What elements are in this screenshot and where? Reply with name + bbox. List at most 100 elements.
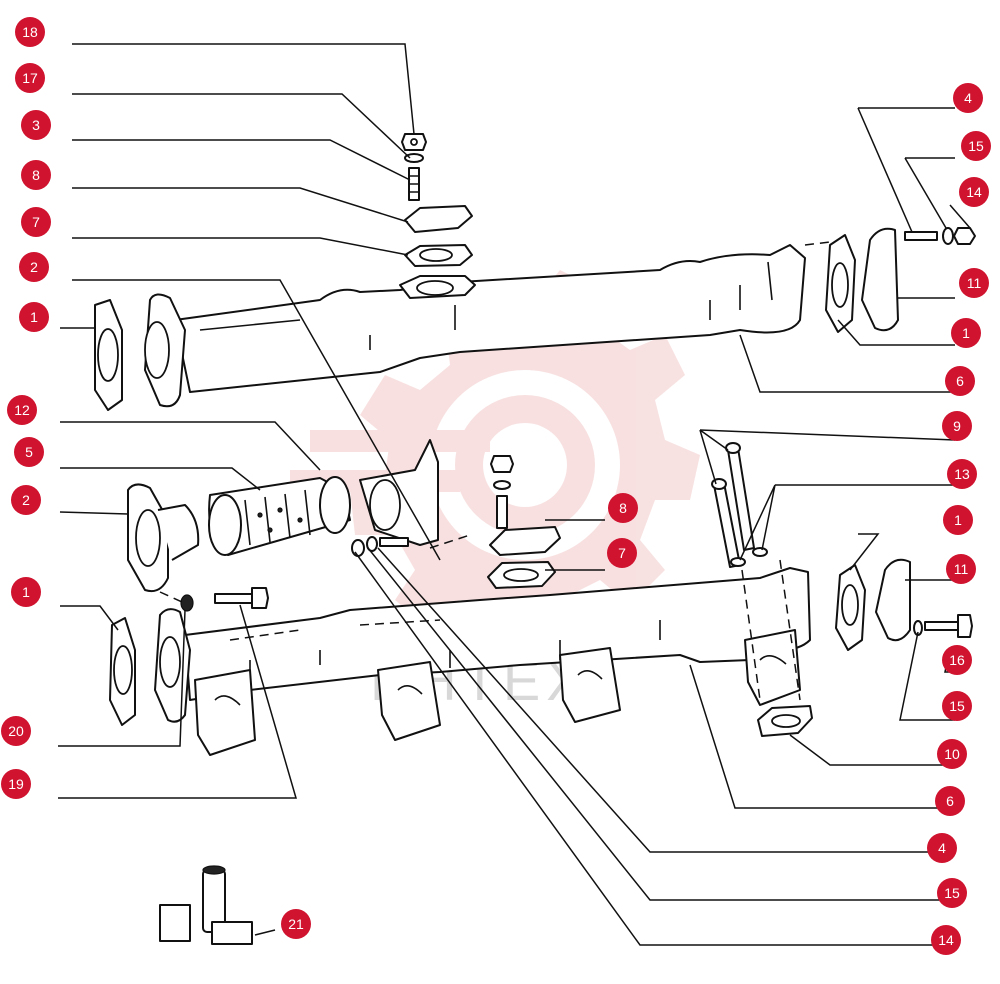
callout-19: 19 [1,769,31,799]
flange-pipe-12 [359,439,439,546]
svg-text:19: 19 [8,776,24,792]
lower-right-bolt-16 [913,614,973,638]
lower-exhaust-gasket-10 [757,705,813,737]
callout-7-middle: 7 [607,538,637,568]
svg-text:6: 6 [946,793,954,809]
callout-2: 2 [19,252,49,282]
callout-14: 14 [959,177,989,207]
upper-top-flange [399,275,476,299]
callout-7: 7 [21,207,51,237]
callout-11: 11 [959,268,989,298]
lower-exhaust-port-1 [194,669,256,756]
svg-text:12: 12 [14,402,30,418]
callout-12: 12 [7,395,37,425]
svg-text:5: 5 [25,444,33,460]
svg-text:13: 13 [954,466,970,482]
svg-text:1: 1 [962,325,970,341]
upper-washer-17 [404,153,424,163]
svg-text:7: 7 [618,545,626,561]
middle-cover-plate-8 [489,526,561,556]
lower-exhaust-port-2 [377,661,441,741]
middle-stud-stack [490,455,514,529]
callout-2b: 2 [11,485,41,515]
callout-14b: 14 [931,925,961,955]
lower-right-gasket [835,564,866,651]
upper-left-gasket [94,299,123,411]
svg-text:9: 9 [953,418,961,434]
callout-8: 8 [21,160,51,190]
upper-nut-18 [401,133,427,151]
svg-text:15: 15 [968,138,984,154]
lower-right-cover-11 [875,558,911,642]
callout-1d: 1 [943,505,973,535]
callout-1: 1 [19,302,49,332]
upper-cover-plate-8 [404,205,473,233]
callout-21: 21 [281,909,311,939]
callout-9: 9 [942,411,972,441]
callout-10: 10 [937,739,967,769]
svg-text:14: 14 [966,184,982,200]
callout-4b: 4 [927,833,957,863]
callout-15b: 15 [942,691,972,721]
callout-6: 6 [945,366,975,396]
bellows-sleeve-5 [208,476,351,556]
lower-exhaust-port-3 [559,647,621,723]
lower-exhaust-port-4 [744,629,801,706]
svg-text:3: 3 [32,117,40,133]
callout-5: 5 [14,437,44,467]
svg-text:15: 15 [949,698,965,714]
svg-text:4: 4 [964,90,972,106]
upper-manifold-pipe [174,244,806,393]
callout-8-middle: 8 [608,493,638,523]
svg-text:17: 17 [22,70,38,86]
svg-text:4: 4 [938,840,946,856]
callout-1c: 1 [951,318,981,348]
gasket-kit-21 [159,865,276,945]
lower-bolt-19 [214,587,269,609]
svg-text:18: 18 [22,24,38,40]
callout-3: 3 [21,110,51,140]
lower-left-gasket [109,617,136,726]
svg-text:15: 15 [944,885,960,901]
upper-right-gasket [825,234,856,333]
svg-text:20: 20 [8,723,24,739]
callout-4: 4 [953,83,983,113]
svg-text:1: 1 [954,512,962,528]
callout-15: 15 [961,131,991,161]
upper-right-bolt [904,227,976,245]
callout-15c: 15 [937,878,967,908]
washers-13 [730,547,768,567]
svg-text:14: 14 [938,932,954,948]
callout-17: 17 [15,63,45,93]
upper-right-cover-11 [861,227,899,332]
svg-text:16: 16 [949,652,965,668]
middle-nut-washer [351,536,409,557]
svg-text:11: 11 [954,561,969,577]
lower-nut-20 [180,594,194,612]
svg-text:8: 8 [32,167,40,183]
long-bolts-9 [711,442,755,568]
svg-text:2: 2 [22,492,30,508]
callout-20: 20 [1,716,31,746]
middle-gasket-7 [487,561,556,589]
upper-inlet-flange [144,293,186,408]
callout-11b: 11 [946,554,976,584]
upper-gasket-7 [404,244,473,267]
callout-1b: 1 [11,577,41,607]
svg-text:1: 1 [30,309,38,325]
leader-lines [58,43,971,946]
callout-16: 16 [942,645,972,675]
svg-text:6: 6 [956,373,964,389]
svg-text:10: 10 [944,746,960,762]
svg-text:11: 11 [967,275,982,291]
svg-text:1: 1 [22,584,30,600]
svg-text:8: 8 [619,500,627,516]
left-flange-pipe-2 [127,483,200,593]
svg-text:21: 21 [288,916,304,932]
callout-18: 18 [15,17,45,47]
callout-13: 13 [947,459,977,489]
svg-text:2: 2 [30,259,38,275]
callout-6b: 6 [935,786,965,816]
